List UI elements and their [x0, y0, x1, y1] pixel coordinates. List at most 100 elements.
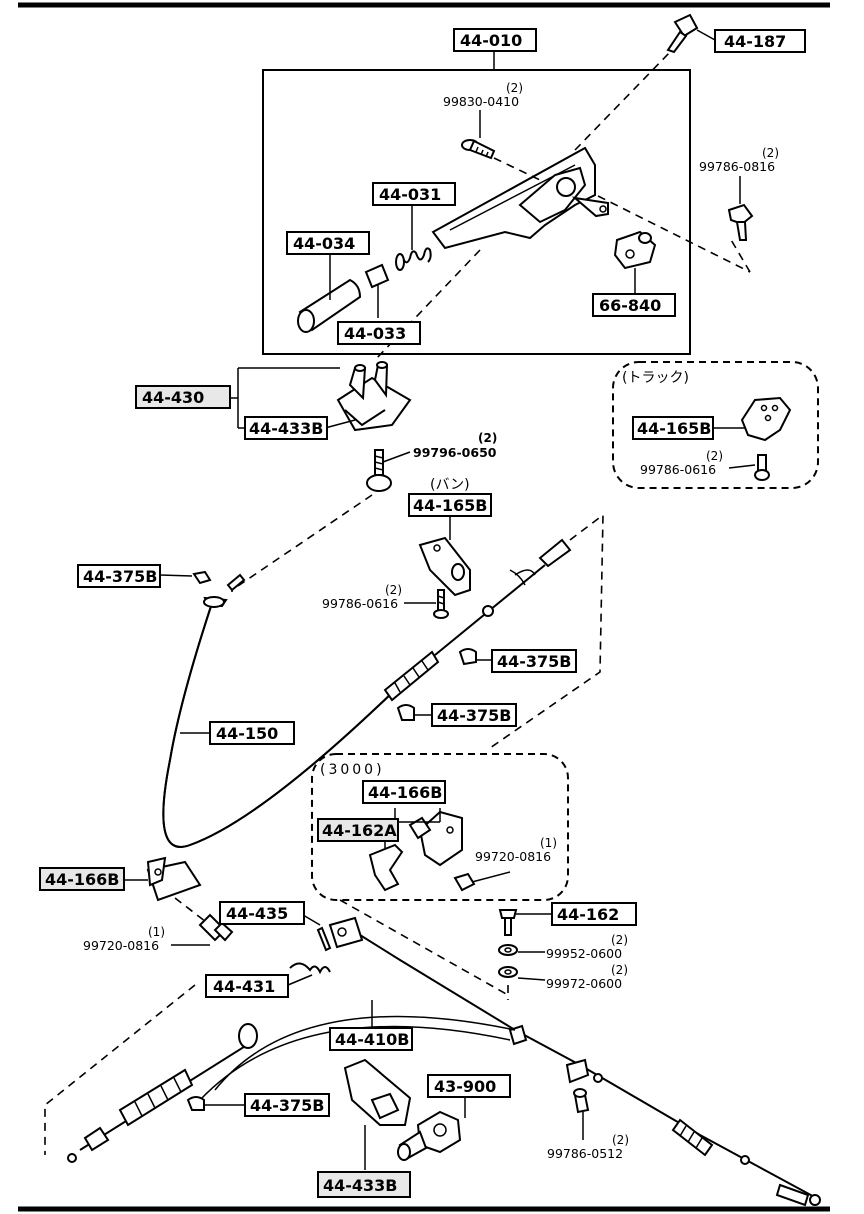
svg-text:44-150: 44-150 [216, 724, 278, 743]
van-group-label: (バン) [430, 477, 470, 493]
pn-99796-0650: 99796-0650 [413, 445, 497, 460]
svg-text:44-031: 44-031 [379, 185, 441, 204]
qty-99830-0410: (2) [506, 81, 523, 95]
clip-44-375B-a [159, 570, 212, 585]
pn-99786-0512: 99786-0512 [547, 1146, 623, 1161]
bolt-99720-0816-3000 [453, 871, 511, 892]
callout-43-900: 43-900 [427, 1074, 511, 1098]
callout-44-435: 44-435 [219, 901, 305, 925]
qty-99720-0816-left: (1) [148, 925, 165, 939]
svg-text:44-435: 44-435 [226, 904, 288, 923]
qty-99786-0616-van: (2) [385, 583, 402, 597]
svg-text:43-900: 43-900 [434, 1077, 496, 1096]
bracket-44-166B-3000 [394, 808, 463, 867]
switch-66-840 [613, 230, 657, 294]
truck-group-label: (トラック) [622, 370, 689, 386]
dash-screw-lever [493, 157, 541, 181]
callout-44-431: 44-431 [205, 974, 289, 998]
button-44-033 [364, 263, 390, 318]
lever-base-44-433B [336, 361, 412, 432]
bracket-44-433B-bottom [343, 1058, 412, 1170]
dash-lever-right [597, 195, 751, 273]
valve-43-900 [397, 1097, 466, 1161]
callout-44-187: 44-187 [714, 29, 806, 53]
dash-lever-top [574, 49, 673, 151]
g3000-group-frame [311, 753, 569, 901]
dash-bracket-bolt [174, 897, 211, 926]
clip-44-375B-c [396, 704, 432, 721]
callout-44-150: 44-150 [209, 721, 295, 745]
spring-44-431 [287, 962, 331, 986]
callout-44-433B-top: 44-433B [244, 416, 328, 440]
callout-44-165B-van: 44-165B [408, 493, 492, 517]
callout-44-375B-a: 44-375B [77, 564, 161, 588]
callout-44-165B-truck: 44-165B [632, 416, 714, 440]
qty-99796-0650: (2) [478, 431, 497, 445]
dash-3000-to-cable [339, 899, 509, 996]
bolt-99786-0512 [573, 1088, 590, 1140]
pn-99786-0616-van: 99786-0616 [322, 596, 398, 611]
svg-text:44-375B: 44-375B [497, 652, 572, 671]
lever-assembly-frame [262, 69, 691, 355]
svg-text:44-375B: 44-375B [437, 706, 512, 725]
pn-99720-0816-left: 99720-0816 [83, 938, 159, 953]
rear-cable-44-410B [67, 916, 821, 1207]
g3000-group-label: (3000) [320, 762, 385, 778]
bracket-44-430 [230, 367, 340, 429]
bolt-99786-0816 [727, 176, 754, 241]
clip-44-375B-d [186, 1096, 245, 1111]
callout-44-433B-bottom: 44-433B [317, 1171, 411, 1198]
callout-44-375B-b: 44-375B [491, 649, 577, 673]
svg-text:44-162A: 44-162A [322, 821, 397, 840]
callout-44-375B-c: 44-375B [431, 703, 517, 727]
svg-text:44-162: 44-162 [557, 905, 619, 924]
parking-brake-lever [431, 146, 609, 250]
bolt-99786-0616-van [404, 589, 449, 619]
callout-44-010: 44-010 [453, 28, 537, 52]
dash-base-to-cable [231, 494, 373, 591]
svg-text:44-433B: 44-433B [249, 419, 324, 438]
svg-text:44-433B: 44-433B [323, 1176, 398, 1195]
svg-text:44-375B: 44-375B [83, 567, 158, 586]
svg-text:44-166B: 44-166B [45, 870, 120, 889]
pn-99786-0816: 99786-0816 [699, 159, 775, 174]
qty-99786-0512: (2) [612, 1133, 629, 1147]
pin-44-162 [498, 909, 552, 936]
qty-99786-0816: (2) [762, 146, 779, 160]
qty-99952-0600: (2) [611, 933, 628, 947]
dash-lever-right2 [729, 237, 751, 273]
screw-99830-0410 [461, 110, 496, 160]
pn-99786-0616-truck: 99786-0616 [640, 462, 716, 477]
svg-text:44-430: 44-430 [142, 388, 204, 407]
dash-cable-right [489, 513, 604, 749]
leader-44-433B-top [324, 419, 356, 429]
svg-text:44-410B: 44-410B [335, 1030, 410, 1049]
callout-44-166B-left: 44-166B [39, 867, 125, 891]
lever-grip-44-034 [297, 252, 362, 333]
pn-99952-0600: 99952-0600 [546, 946, 622, 961]
qty-99786-0616-truck: (2) [706, 449, 723, 463]
bolt-44-187 [666, 13, 716, 54]
callout-44-162: 44-162 [551, 902, 637, 926]
callout-44-375B-d: 44-375B [244, 1093, 330, 1117]
callout-44-162A: 44-162A [317, 818, 399, 842]
dash-lower-left [44, 984, 196, 1155]
svg-text:44-165B: 44-165B [637, 419, 712, 438]
callout-44-410B: 44-410B [329, 1027, 413, 1051]
truck-group-frame [612, 361, 819, 489]
callout-44-166B-3000: 44-166B [362, 780, 446, 804]
bracket-44-165B-van [418, 516, 471, 597]
qty-99720-0816-3000: (1) [540, 836, 557, 850]
svg-text:44-187: 44-187 [724, 32, 786, 51]
callout-44-430: 44-430 [135, 385, 231, 409]
bolt-99786-0616-truck [728, 454, 770, 481]
callout-44-031: 44-031 [372, 182, 456, 206]
clip-44-375B-b [458, 648, 492, 666]
bracket-44-162A [358, 840, 404, 892]
svg-text:44-375B: 44-375B [250, 1096, 325, 1115]
svg-text:66-840: 66-840 [599, 296, 661, 315]
callout-66-840: 66-840 [592, 293, 676, 317]
pn-99720-0816-3000: 99720-0816 [475, 849, 551, 864]
svg-text:44-033: 44-033 [344, 324, 406, 343]
